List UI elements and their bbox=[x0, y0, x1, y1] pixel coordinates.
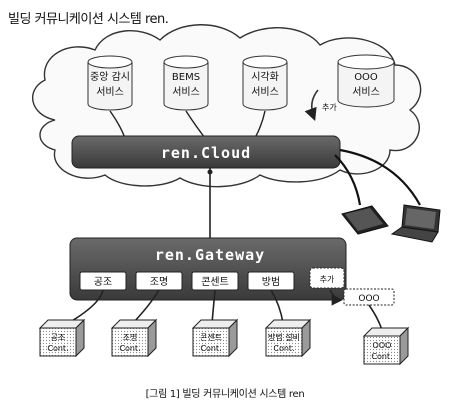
gateway-label: ren.Gateway bbox=[155, 246, 265, 264]
cloud-add-indicator: 추가 bbox=[304, 89, 337, 121]
gateway-add-label: 추가 bbox=[320, 275, 335, 284]
module-label: 조명 bbox=[150, 276, 168, 288]
controller-label-line1: OOO bbox=[373, 341, 392, 350]
service-label-line2: 서비스 bbox=[251, 86, 279, 98]
service-visualization: 시각화 서비스 bbox=[242, 55, 288, 111]
controller-outlet: 콘센트 Cont. bbox=[191, 318, 239, 358]
service-label-line2: 서비스 bbox=[172, 86, 200, 98]
controller-label-line1: 방범 설비 bbox=[268, 332, 300, 342]
cloud-bar: ren.Cloud bbox=[71, 135, 341, 169]
cloud-add-label: 추가 bbox=[322, 103, 337, 112]
controller-label-line2: Cont. bbox=[47, 344, 68, 353]
gateway-module-security: 방범 bbox=[247, 271, 295, 291]
gateway-extra-module: OOO bbox=[343, 288, 395, 306]
controller-label-line2: Cont. bbox=[200, 344, 221, 353]
module-label: 공조 bbox=[94, 276, 112, 288]
laptop-icon bbox=[390, 204, 441, 243]
service-label-line1: BEMS bbox=[172, 72, 200, 83]
controller-security: 방범 설비 Cont. bbox=[264, 318, 312, 358]
gateway-panel: ren.Gateway bbox=[69, 237, 347, 301]
controller-label-line2: Cont. bbox=[119, 344, 140, 353]
controller-label-line2: Cont. bbox=[371, 352, 392, 361]
controller-label-line1: 조명 bbox=[123, 332, 138, 342]
service-label-line2: 서비스 bbox=[352, 86, 380, 98]
controller-ooo: OOO Cont. bbox=[362, 326, 410, 366]
extra-module-label: OOO bbox=[358, 294, 379, 304]
service-label-line1: OOO bbox=[354, 72, 378, 83]
figure-caption: [그림 1] 빌딩 커뮤니케이션 시스템 ren bbox=[145, 389, 305, 400]
service-central-monitoring: 중앙 감시 서비스 bbox=[87, 55, 133, 111]
service-label-line1: 시각화 bbox=[251, 71, 279, 83]
module-label: 방범 bbox=[262, 276, 280, 288]
module-label: 콘센트 bbox=[201, 276, 229, 288]
controller-label-line1: 공조 bbox=[51, 333, 66, 342]
diagram-title: 빌딩 커뮤니케이션 시스템 ren. bbox=[8, 12, 169, 27]
service-label-line2: 서비스 bbox=[96, 86, 124, 98]
gateway-module-hvac: 공조 bbox=[79, 271, 127, 291]
service-ooo: OOO 서비스 bbox=[337, 54, 395, 108]
controller-lighting: 조명 Cont. bbox=[110, 318, 158, 358]
controller-label-line2: Cont. bbox=[273, 344, 294, 353]
controller-hvac: 공조 Cont. bbox=[38, 318, 86, 358]
gateway-add-indicator: 추가 bbox=[309, 267, 345, 306]
gateway-module-outlet: 콘센트 bbox=[191, 271, 239, 291]
service-bems: BEMS 서비스 bbox=[163, 55, 209, 111]
gateway-module-lighting: 조명 bbox=[135, 271, 183, 291]
controller-label-line1: 콘센트 bbox=[200, 332, 222, 342]
smartphone-icon bbox=[341, 205, 389, 235]
service-label-line1: 중앙 감시 bbox=[90, 71, 130, 83]
cloud-bar-label: ren.Cloud bbox=[161, 144, 251, 162]
